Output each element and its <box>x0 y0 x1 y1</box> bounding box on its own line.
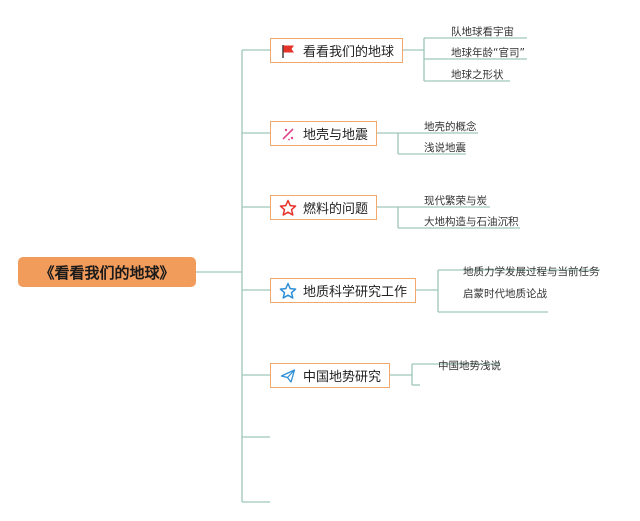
leaf-item[interactable]: 队地球看宇宙 <box>451 26 514 38</box>
leaf-item[interactable]: 地质力学发展过程与当前任务 <box>463 266 600 278</box>
branch-label: 燃料的问题 <box>303 202 369 217</box>
branch-label: 中国地势研究 <box>303 370 382 385</box>
branch-node-geoscience-research[interactable]: 地质科学研究工作 <box>270 278 416 303</box>
leaf-item[interactable]: 中国地势浅说 <box>438 360 501 372</box>
branch-node-look-at-earth[interactable]: 看看我们的地球 <box>270 38 403 63</box>
branch-node-china-terrain[interactable]: 中国地势研究 <box>270 363 390 388</box>
red-flag-icon <box>279 42 297 60</box>
branch-label: 地质科学研究工作 <box>303 285 408 300</box>
root-node-label: 《看看我们的地球》 <box>39 263 175 282</box>
leaf-item[interactable]: 地壳的概念 <box>424 121 477 133</box>
blue-star-icon <box>279 282 297 300</box>
branch-label: 地壳与地震 <box>303 128 369 143</box>
branch-node-crust-earthquake[interactable]: 地壳与地震 <box>270 121 377 146</box>
leaf-item[interactable]: 浅说地震 <box>424 142 466 154</box>
root-node[interactable]: 《看看我们的地球》 <box>18 257 196 287</box>
leaf-item[interactable]: 现代繁荣与炭 <box>424 195 487 207</box>
branch-node-fuel-problem[interactable]: 燃料的问题 <box>270 195 377 220</box>
red-star-icon <box>279 199 297 217</box>
sparkle-icon <box>279 125 297 143</box>
leaf-item[interactable]: 地球年龄“官司” <box>451 47 525 59</box>
leaf-item[interactable]: 启蒙时代地质论战 <box>463 288 547 300</box>
leaf-item[interactable]: 大地构造与石油沉积 <box>424 216 519 228</box>
branch-label: 看看我们的地球 <box>303 45 395 60</box>
paper-plane-icon <box>279 367 297 385</box>
leaf-item[interactable]: 地球之形状 <box>451 69 504 81</box>
